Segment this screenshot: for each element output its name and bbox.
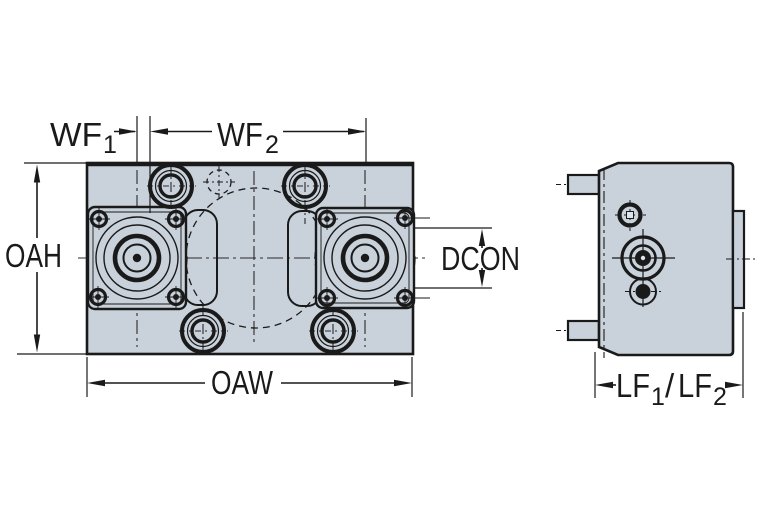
coupling-ring: [331, 224, 399, 292]
dimension-wf2: WF 2: [150, 116, 367, 162]
side-view: [556, 161, 755, 358]
dimension-wf1: WF 1: [50, 116, 151, 213]
corner-bolt: [394, 207, 430, 229]
right-flange-bolts: [316, 207, 430, 309]
dcon-label: DCON: [441, 240, 520, 277]
lf1-label: LF: [616, 367, 650, 404]
arrow-right-icon: [119, 128, 137, 135]
corner-bolt: [165, 208, 187, 230]
mount-bolt-top-right: [282, 163, 328, 209]
top-stub: [566, 173, 601, 196]
coupling-center: [360, 253, 370, 263]
oaw-label: OAW: [211, 364, 274, 401]
coupling-bore: [112, 233, 162, 283]
corner-bolt: [394, 287, 430, 309]
lf1-subscript: 1: [651, 383, 665, 411]
mount-bolt-bottom-left: [180, 308, 226, 354]
dimensions: WF 1 WF 2 OAH: [5, 116, 744, 411]
right-flange-inset: [320, 212, 410, 304]
dimension-oaw: OAW: [86, 357, 413, 401]
lf2-subscript: 2: [713, 383, 727, 411]
arrow-up-icon: [33, 164, 41, 183]
right-coupling-flange: [314, 206, 430, 310]
coupling-ring-outer: [95, 216, 179, 300]
side-top-bolt: [615, 200, 646, 231]
dimension-oah: OAH: [5, 162, 86, 355]
left-flange-inset: [92, 211, 182, 305]
dimension-lf: LF 1 / LF 2: [594, 312, 744, 411]
arrow-down-icon: [478, 270, 486, 287]
coupling-center: [132, 253, 142, 263]
wf1-label: WF: [50, 116, 102, 153]
corner-bolt: [165, 286, 187, 308]
corner-bolt: [316, 208, 338, 230]
side-lower-bolt: [625, 277, 661, 306]
arrow-left-icon: [87, 379, 105, 387]
left-coupling-flange: [86, 205, 188, 311]
front-view: [78, 161, 430, 356]
arrow-right-icon: [348, 128, 366, 135]
arrow-down-icon: [33, 334, 41, 353]
arrow-right-icon: [725, 381, 743, 389]
wf2-label: WF: [217, 116, 263, 153]
side-stubs: [556, 173, 601, 342]
side-main-coupling: [612, 229, 675, 307]
arrow-left-icon: [150, 128, 168, 135]
arrow-left-icon: [595, 381, 613, 389]
dimension-dcon: DCON: [414, 227, 520, 289]
coupling-inner-ring: [350, 243, 380, 273]
coupling-ring: [103, 224, 171, 292]
wf2-subscript: 2: [265, 131, 279, 159]
arrow-right-icon: [394, 379, 412, 387]
corner-bolt: [316, 287, 338, 309]
arrow-up-icon: [478, 229, 486, 246]
left-coupling-circles: [95, 216, 179, 300]
mount-bolt-bottom-right: [310, 308, 356, 354]
left-flange-bolts: [87, 208, 187, 308]
corner-bolt: [88, 208, 110, 230]
oah-label: OAH: [5, 237, 62, 274]
coupling-inner-ring: [122, 243, 152, 273]
bottom-stub: [566, 319, 601, 342]
corner-bolt: [87, 286, 109, 308]
coupling-bore: [340, 233, 390, 283]
right-coupling-circles: [323, 216, 407, 300]
lf-slash: /: [665, 367, 675, 404]
wf1-subscript: 1: [103, 131, 117, 159]
side-body: [597, 161, 735, 357]
lf2-label: LF: [678, 367, 712, 404]
coupling-ring-outer: [323, 216, 407, 300]
